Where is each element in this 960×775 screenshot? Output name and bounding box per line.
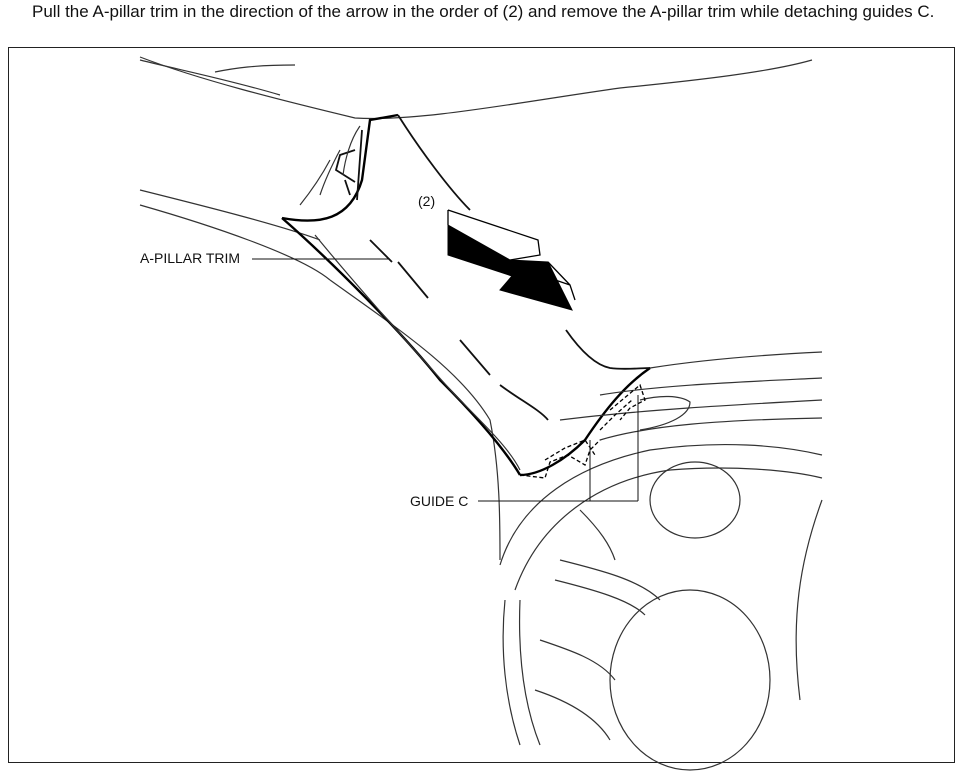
direction-arrow bbox=[447, 209, 576, 311]
instruction-text: Pull the A-pillar trim in the direction … bbox=[32, 2, 935, 21]
guide-c-label: GUIDE C bbox=[410, 493, 468, 509]
a-pillar-trim-label: A-PILLAR TRIM bbox=[140, 250, 240, 266]
step-label: (2) bbox=[418, 193, 435, 209]
roof-headliner bbox=[139, 56, 813, 120]
leader-lines bbox=[252, 258, 639, 502]
figure-frame bbox=[8, 47, 955, 763]
a-pillar-trim-body bbox=[281, 113, 651, 477]
guide-c-outlines bbox=[519, 383, 646, 479]
dashboard-lines bbox=[559, 351, 823, 441]
steering-wheel bbox=[499, 443, 823, 771]
